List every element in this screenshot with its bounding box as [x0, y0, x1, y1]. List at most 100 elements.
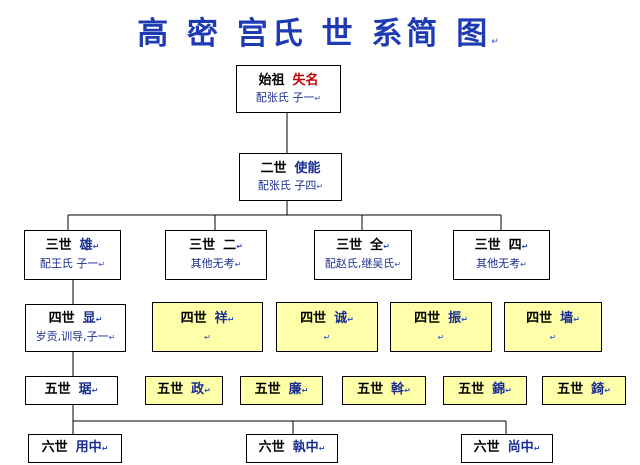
node-note: 配赵氏,继吴氏	[324, 257, 395, 270]
node-name: 執中	[292, 440, 319, 455]
node-g5-3[interactable]: 五世廉↵	[240, 376, 323, 405]
paragraph-mark: ↵	[92, 242, 100, 251]
paragraph-mark: ↵	[573, 315, 580, 324]
node-g6-1[interactable]: 六世用中↵	[28, 434, 122, 463]
node-name: 琚	[78, 382, 92, 397]
node-name: 斡	[391, 382, 405, 397]
paragraph-mark: ↵	[234, 260, 242, 269]
node-gen: 五世	[458, 382, 485, 397]
paragraph-mark: ↵	[549, 333, 557, 342]
paragraph-mark: ↵	[318, 444, 326, 453]
node-name: 诚	[334, 311, 348, 326]
node-gen: 五世	[157, 382, 184, 397]
paragraph-mark: ↵	[98, 260, 106, 269]
node-g2[interactable]: 二世使能 配张氏 子四↵	[239, 153, 342, 201]
node-gen: 三世	[336, 238, 363, 253]
node-note: 配张氏 子一	[255, 91, 315, 104]
node-g3-2[interactable]: 三世二↵ 其他无考↵	[165, 230, 267, 280]
node-g5-5[interactable]: 五世錦↵	[443, 376, 527, 405]
paragraph-mark: ↵	[394, 260, 402, 269]
node-name: 錡	[591, 382, 605, 397]
node-name: 显	[82, 311, 96, 326]
title-paragraph-mark: ↵	[491, 37, 503, 47]
node-g4-3[interactable]: 四世诚↵ ↵	[276, 302, 378, 352]
node-gen: 四世	[180, 311, 207, 326]
title-text: 高 密 宫氏 世 系简 图	[137, 16, 492, 52]
node-name: 全	[370, 238, 384, 253]
node-g3-1[interactable]: 三世雄↵ 配王氏 子一↵	[24, 230, 121, 280]
node-gen: 始祖	[258, 73, 285, 88]
node-gen: 四世	[300, 311, 327, 326]
node-gen: 三世	[474, 238, 501, 253]
paragraph-mark: ↵	[604, 386, 611, 395]
node-gen: 五世	[557, 382, 584, 397]
node-name: 失名	[292, 73, 319, 88]
node-name: 振	[448, 311, 462, 326]
page-title: 高 密 宫氏 世 系简 图↵	[0, 8, 640, 53]
node-gen: 二世	[260, 161, 287, 176]
paragraph-mark: ↵	[461, 315, 468, 324]
node-g3-3[interactable]: 三世全↵ 配赵氏,继吴氏↵	[314, 230, 412, 280]
paragraph-mark: ↵	[437, 333, 445, 342]
paragraph-mark: ↵	[347, 315, 354, 324]
node-g5-1[interactable]: 五世琚↵	[25, 376, 118, 405]
node-name: 祥	[214, 311, 228, 326]
node-name: 用中	[75, 440, 102, 455]
node-name: 廉	[288, 382, 302, 397]
paragraph-mark: ↵	[95, 315, 103, 324]
paragraph-mark: ↵	[520, 260, 527, 269]
node-gen: 六世	[258, 440, 285, 455]
node-gen: 四世	[526, 311, 553, 326]
node-gen: 五世	[44, 382, 71, 397]
paragraph-mark: ↵	[236, 242, 243, 251]
node-founder[interactable]: 始祖失名 配张氏 子一↵	[236, 65, 341, 113]
node-g3-4[interactable]: 三世四↵ 其他无考↵	[453, 230, 550, 280]
node-g4-1[interactable]: 四世显↵ 岁贡,训导,子一↵	[25, 304, 126, 352]
paragraph-mark: ↵	[505, 386, 512, 395]
node-gen: 六世	[41, 440, 68, 455]
node-note: 其他无考	[476, 257, 521, 270]
node-gen: 三世	[189, 238, 216, 253]
paragraph-mark: ↵	[404, 386, 411, 395]
paragraph-mark: ↵	[204, 386, 211, 395]
node-gen: 三世	[45, 238, 72, 253]
node-gen: 四世	[48, 311, 75, 326]
node-name: 墙	[560, 311, 574, 326]
paragraph-mark: ↵	[101, 444, 109, 453]
node-name: 使能	[294, 161, 321, 176]
paragraph-mark: ↵	[108, 333, 116, 342]
node-name: 雄	[79, 238, 93, 253]
paragraph-mark: ↵	[533, 444, 541, 453]
node-g6-2[interactable]: 六世執中↵	[246, 434, 338, 463]
node-name: 二	[223, 238, 237, 253]
node-note: 岁贡,训导,子一	[35, 330, 109, 343]
node-gen: 五世	[357, 382, 384, 397]
paragraph-mark: ↵	[91, 386, 99, 395]
paragraph-mark: ↵	[323, 333, 331, 342]
node-g6-3[interactable]: 六世尚中↵	[461, 434, 553, 463]
node-name: 政	[191, 382, 205, 397]
paragraph-mark: ↵	[316, 182, 324, 191]
node-note: 其他无考	[190, 257, 235, 270]
paragraph-mark: ↵	[521, 242, 529, 251]
node-gen: 五世	[254, 382, 281, 397]
node-g4-2[interactable]: 四世祥↵ ↵	[152, 302, 263, 352]
node-g5-4[interactable]: 五世斡↵	[342, 376, 426, 405]
paragraph-mark: ↵	[314, 94, 322, 103]
node-name: 尚中	[507, 440, 534, 455]
node-g5-6[interactable]: 五世錡↵	[542, 376, 626, 405]
node-gen: 四世	[414, 311, 441, 326]
paragraph-mark: ↵	[227, 315, 235, 324]
node-note: 配张氏 子四	[257, 179, 317, 192]
paragraph-mark: ↵	[383, 242, 390, 251]
paragraph-mark: ↵	[301, 386, 309, 395]
node-name: 錦	[492, 382, 506, 397]
node-g5-2[interactable]: 五世政↵	[145, 376, 223, 405]
node-note: 配王氏 子一	[39, 257, 99, 270]
node-g4-4[interactable]: 四世振↵ ↵	[390, 302, 492, 352]
paragraph-mark: ↵	[204, 333, 211, 342]
node-gen: 六世	[473, 440, 500, 455]
node-name: 四	[508, 238, 522, 253]
node-g4-5[interactable]: 四世墙↵ ↵	[504, 302, 602, 352]
